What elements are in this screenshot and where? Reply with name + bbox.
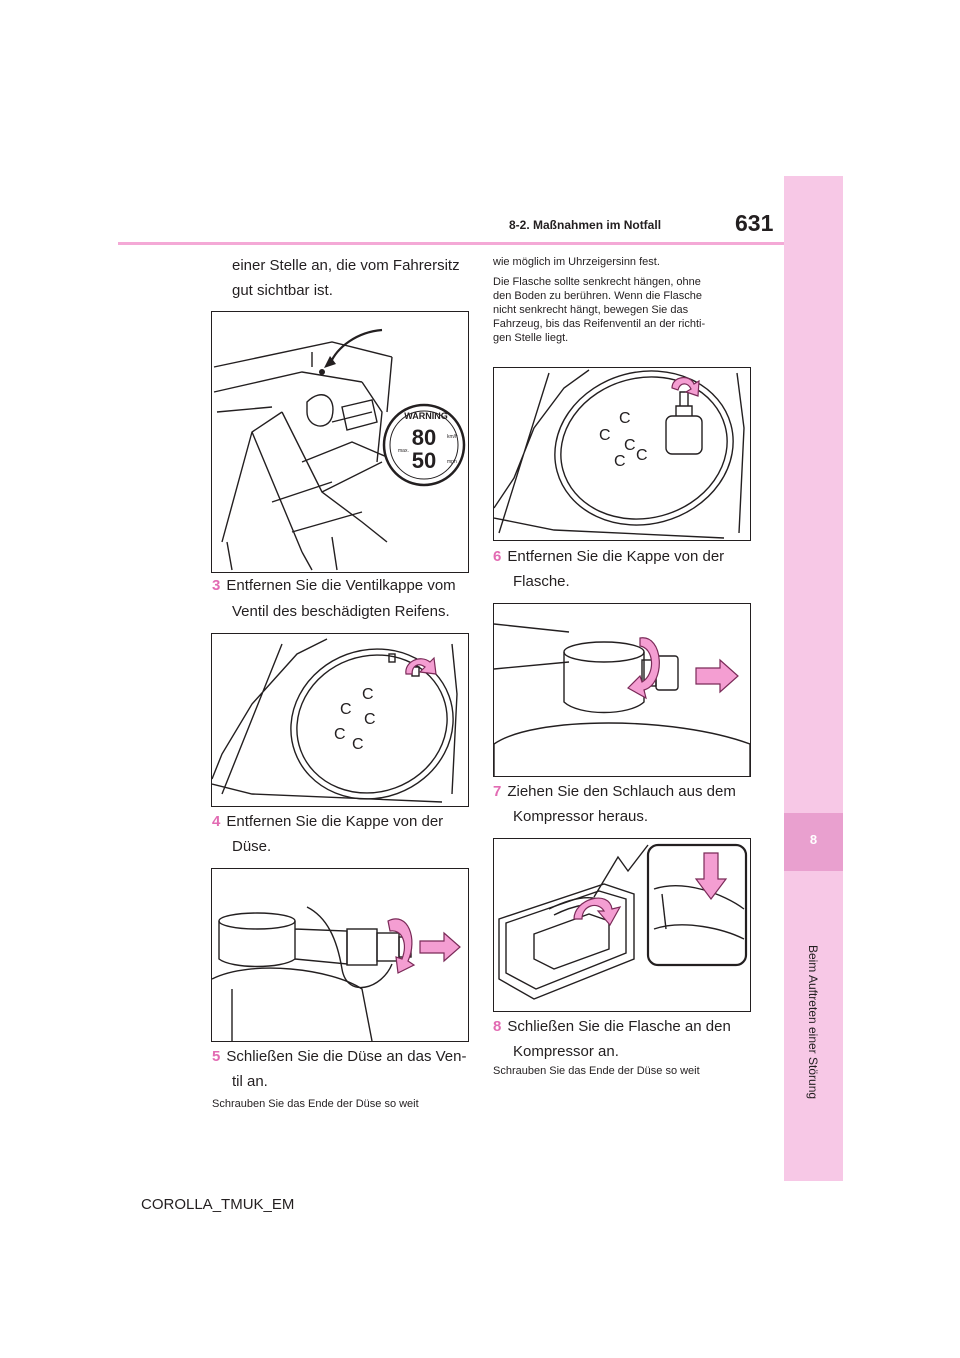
svg-text:C: C [364, 711, 376, 728]
svg-text:C: C [599, 427, 611, 444]
chapter-label: Beim Auftreten einer Störung [806, 944, 820, 1100]
step-5-note: Schrauben Sie das Ende der Düse so weit [212, 1098, 419, 1110]
sealant-bottle [665, 415, 703, 455]
figure-bottle-cap [493, 603, 751, 777]
svg-text:C: C [362, 686, 374, 703]
header-rule [118, 242, 842, 245]
pull-arrow-icon [419, 931, 461, 963]
rotate-arrow-icon [671, 377, 700, 397]
rotate-arrow-icon [405, 656, 437, 675]
right-note-para-4: Fahrzeug, bis das Reifenventil an der ri… [493, 318, 706, 330]
right-note-para-5: gen Stelle liegt. [493, 332, 569, 344]
intro-line-2: gut sichtbar ist. [232, 282, 333, 299]
step-4-line-2: Düse. [232, 838, 272, 855]
intro-line-1: einer Stelle an, die vom Fahrersitz [232, 257, 460, 274]
rotate-arrow-icon [573, 897, 622, 927]
sticker-unit-kmh: km/h [447, 434, 458, 440]
section-title: 8-2. Maßnahmen im Notfall [509, 218, 662, 232]
chapter-number-tab [784, 813, 843, 871]
step-3-line-2: Ventil des beschädigten Reifens. [232, 603, 450, 620]
step-8-line-2: Kompressor an. [513, 1043, 619, 1060]
svg-text:C: C [636, 447, 648, 464]
svg-text:C: C [624, 437, 636, 454]
right-note-para-2: den Boden zu berühren. Wenn die Flasche [493, 290, 702, 302]
sticker-location-dot [319, 369, 325, 375]
step-7-line-2: Kompressor heraus. [513, 808, 649, 825]
figure-nozzle-cap [211, 868, 469, 1042]
press-arrow-icon [694, 852, 728, 900]
rotate-arrow-icon [627, 637, 660, 700]
step-8-note: Schrauben Sie das Ende der Düse so weit [493, 1065, 700, 1077]
svg-text:C: C [340, 701, 352, 718]
interior-illustration: WARNING 80 50 km/h mph max. [213, 328, 466, 571]
figure-interior-sticker: WARNING 80 50 km/h mph max. [211, 311, 469, 573]
sticker-unit-mph: mph [447, 459, 457, 465]
right-note-line-1: wie möglich im Uhrzeigersinn fest. [493, 256, 660, 268]
right-note-para-1: Die Flasche sollte senkrecht hängen, ohn… [493, 276, 701, 288]
figure-bottle-on-valve: C C C C C [493, 367, 751, 541]
sticker-mph: 50 [412, 448, 436, 473]
valve-cap [388, 653, 396, 663]
chapter-side-tab [784, 176, 843, 1181]
svg-text:C: C [614, 453, 626, 470]
step-6-line-2: Flasche. [513, 573, 570, 590]
figure-hose-removal [493, 838, 751, 1012]
rotate-arrow-icon [387, 918, 416, 974]
warning-sticker: WARNING 80 50 km/h mph max. [382, 403, 466, 487]
footer-model: COROLLA_TMUK_EM [141, 1196, 295, 1213]
right-note-para-3: nicht senkrecht hängt, bewegen Sie das [493, 304, 689, 316]
page-number: 631 [735, 210, 774, 236]
callout-arrow [328, 328, 383, 365]
callout-line [593, 844, 649, 898]
sticker-max: max. [398, 448, 409, 454]
sticker-title: WARNING [404, 411, 448, 421]
step-5-line-2: til an. [232, 1073, 268, 1090]
svg-text:C: C [619, 410, 631, 427]
detail-callout-box [646, 843, 748, 967]
chapter-number: 8 [809, 832, 818, 847]
hose [306, 906, 393, 989]
svg-text:C: C [334, 726, 346, 743]
sticker-kmh: 80 [412, 425, 436, 450]
pull-arrow-icon [695, 658, 739, 694]
figure-valve-cap: C C C C C [211, 633, 469, 807]
svg-text:C: C [352, 736, 364, 753]
